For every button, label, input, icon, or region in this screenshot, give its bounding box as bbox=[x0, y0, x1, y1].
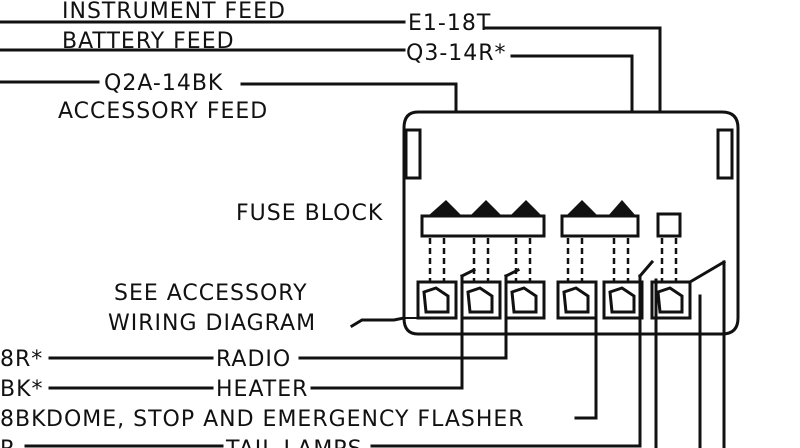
see-accessory-label: SEE ACCESSORY bbox=[114, 281, 308, 306]
radio-label: RADIO bbox=[216, 347, 291, 372]
fuse-socket-5 bbox=[602, 280, 644, 320]
wire-code-e1: E1-18T bbox=[408, 11, 491, 36]
heater-label: HEATER bbox=[216, 377, 308, 402]
right-mounting-tab bbox=[716, 128, 734, 180]
fuse-socket-6 bbox=[650, 280, 692, 320]
left-mounting-tab bbox=[404, 128, 422, 180]
instrument-feed-label: INSTRUMENT FEED bbox=[62, 0, 286, 24]
tail-lamps-label: TAIL LAMPS bbox=[225, 437, 363, 448]
single-fuse-terminal bbox=[656, 212, 682, 238]
fuse-socket-2 bbox=[460, 280, 502, 320]
wire-code-radio: 8R* bbox=[0, 347, 43, 372]
wire-code-q2a: Q2A-14BK bbox=[104, 71, 223, 96]
fuse-bus-right bbox=[560, 200, 640, 238]
wire-code-heater: BK* bbox=[0, 377, 44, 402]
fuse-socket-1 bbox=[416, 280, 458, 320]
dome-flasher-wire bbox=[574, 316, 598, 420]
accessory-feed-label: ACCESSORY FEED bbox=[58, 99, 268, 124]
battery-feed-label: BATTERY FEED bbox=[62, 29, 235, 54]
right-feed-wires bbox=[637, 259, 727, 448]
fuse-block-label: FUSE BLOCK bbox=[236, 201, 383, 226]
dome-flasher-label: DOME, STOP AND EMERGENCY FLASHER bbox=[46, 407, 525, 432]
accessory-pointer bbox=[349, 316, 406, 329]
fuse-bus-left bbox=[420, 200, 546, 238]
wire-code-dome: 8BK bbox=[0, 407, 47, 432]
radio-wire bbox=[48, 267, 521, 360]
fuse-links bbox=[428, 238, 678, 282]
heater-wire bbox=[48, 267, 477, 390]
fuse-socket-4 bbox=[556, 280, 598, 320]
fuse-socket-3 bbox=[504, 280, 546, 320]
wiring-diagram-label: WIRING DIAGRAM bbox=[108, 311, 316, 336]
wire-code-tail: R bbox=[0, 437, 16, 448]
wire-code-q3: Q3-14R* bbox=[406, 41, 507, 66]
